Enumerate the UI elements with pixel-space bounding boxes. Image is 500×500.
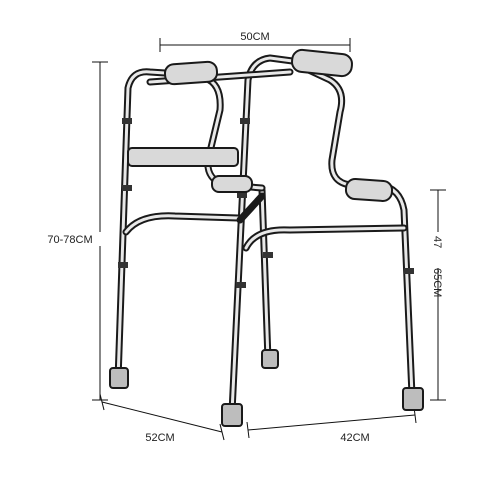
rubber-feet — [109, 349, 424, 427]
adjust-clip — [263, 252, 273, 258]
right-armrest-grip — [344, 178, 394, 202]
armrest-height-top-label: 47 — [431, 236, 443, 248]
dimension-top-width: 50CM — [159, 31, 351, 52]
adjust-clip — [404, 268, 414, 274]
right-top-grip — [291, 48, 353, 78]
hand-grips — [163, 48, 394, 202]
adjust-clip — [237, 192, 247, 198]
armrest-height-bottom-label: 65CM — [431, 268, 443, 297]
left-armrest-grip — [211, 175, 253, 193]
dimension-height: 70-78CM — [38, 61, 108, 401]
left-top-grip — [163, 60, 219, 86]
foot-front-left — [221, 403, 243, 427]
foot-back-right — [261, 349, 279, 369]
dimension-armrest-height: 47 65CM — [430, 189, 446, 401]
top-width-label: 50CM — [240, 31, 269, 43]
adjust-clip — [236, 282, 246, 288]
depth-left-label: 52CM — [145, 432, 174, 444]
foot-back-left — [109, 367, 129, 389]
middle-cross-pad — [127, 147, 239, 167]
adjust-clip — [240, 118, 250, 124]
height-label: 70-78CM — [47, 234, 92, 246]
adjust-clip — [122, 118, 132, 124]
dimension-depth-left: 52CM — [99, 393, 225, 444]
adjust-clip — [122, 185, 132, 191]
adjust-clip — [118, 262, 128, 268]
foot-front-right — [402, 387, 424, 411]
dimension-depth-right: 42CM — [246, 406, 417, 444]
depth-right-label: 42CM — [340, 432, 369, 444]
